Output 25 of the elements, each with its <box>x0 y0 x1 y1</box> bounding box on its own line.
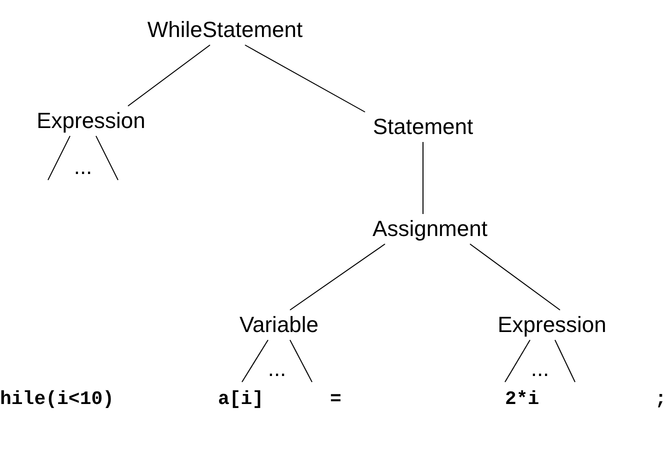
tree-branch-line <box>48 136 70 180</box>
tree-node-label: Expression <box>36 108 146 134</box>
tree-node-label: ... <box>268 356 286 382</box>
tree-branch-line <box>242 340 268 382</box>
tree-node-label: WhileStatement <box>147 17 303 43</box>
code-token: = <box>330 387 342 411</box>
tree-node-label: ... <box>74 154 92 180</box>
code-token: hile(i<10) <box>0 387 114 411</box>
code-token: ; <box>655 387 666 411</box>
tree-branch-line <box>422 142 424 214</box>
tree-node-label: Assignment <box>372 216 488 242</box>
tree-branch-line <box>128 44 210 106</box>
tree-branch-line <box>244 44 366 112</box>
tree-node-label: Expression <box>498 312 606 338</box>
tree-branch-line <box>470 244 560 310</box>
tree-branch-line <box>290 340 312 382</box>
tree-branch-line <box>290 244 386 310</box>
tree-branch-line <box>554 340 576 382</box>
tree-node-label: ... <box>530 356 550 382</box>
tree-branch-line <box>96 136 118 180</box>
tree-branch-line <box>504 340 530 382</box>
tree-node-label: Variable <box>239 312 319 338</box>
code-token: 2*i <box>505 387 540 411</box>
code-token: a[i] <box>218 387 264 411</box>
tree-node-label: Statement <box>372 114 474 140</box>
